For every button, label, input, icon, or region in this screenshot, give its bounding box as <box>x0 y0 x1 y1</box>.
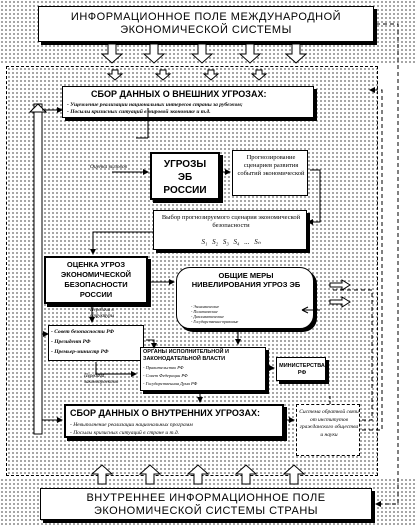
measures-output-arrows <box>329 279 351 308</box>
measure-item: - Государственно-правовые <box>191 319 239 324</box>
recipient-item: - Премьер-министр РФ <box>51 349 109 355</box>
small-arrows-under-top <box>106 69 268 81</box>
transfer-bills-label: Передача законопроектов <box>84 374 119 385</box>
external-threat-item: - Посылы кризисных ситуаций в мировой эк… <box>67 109 211 115</box>
scenario-series: S₁ S₂ S₃ S₄ ... Sₙ <box>201 238 261 246</box>
recipient-item: - Президент РФ <box>51 339 91 345</box>
feedback-text: Система обратной связи от институтов гра… <box>299 409 359 438</box>
threats-title: УГРОЗЫ ЭБ РОССИИ <box>163 159 207 196</box>
measures-title: ОБЩИЕ МЕРЫ НИВЕЛИРОВАНИЯ УГРОЗ ЭБ <box>191 271 301 289</box>
authorities-box: ОРГАНЫ ИСПОЛНИТЕЛЬНОЙ И ЗАКОНОДАТЕЛЬНОЙ … <box>140 347 266 391</box>
authority-item: - Государственная Дума РФ <box>143 381 198 386</box>
external-threats-title: СБОР ДАННЫХ О ВНЕШНИХ УГРОЗАХ: <box>91 89 267 99</box>
forecast-box: Прогнозирование сценариев развития событ… <box>232 150 308 196</box>
internal-threats-box: СБОР ДАННЫХ О ВНУТРЕННИХ УГРОЗАХ: - Невы… <box>64 404 284 438</box>
forecast-text: Прогнозирование сценариев развития событ… <box>237 154 305 177</box>
bottom-info-field-box: ВНУТРЕННЕЕ ИНФОРМАЦИОННОЕ ПОЛЕ ЭКОНОМИЧЕ… <box>40 488 372 520</box>
internal-threats-title: СБОР ДАННЫХ О ВНУТРЕННИХ УГРОЗАХ: <box>70 408 260 418</box>
assessment-box: ОЦЕНКА УГРОЗ ЭКОНОМИЧЕСКОЙ БЕЗОПАСНОСТИ … <box>44 256 148 304</box>
threats-box: УГРОЗЫ ЭБ РОССИИ <box>150 152 220 200</box>
measures-box: ОБЩИЕ МЕРЫ НИВЕЛИРОВАНИЯ УГРОЗ ЭБ - Экон… <box>176 267 314 329</box>
scenario-box: Выбор прогнозируемого сценария экономиче… <box>153 210 307 250</box>
authority-item: - Совет Федерации РФ <box>143 373 188 378</box>
transfer-label: Передача в структуры <box>90 308 115 319</box>
scenario-text: Выбор прогнозируемого сценария экономиче… <box>161 214 301 229</box>
ministries-box: МИНИСТЕРСТВА РФ <box>276 357 326 381</box>
block-arrows-bottom <box>90 464 306 485</box>
ministries-title: МИНИСТЕРСТВА РФ <box>279 363 325 376</box>
top-info-field-box: ИНФОРМАЦИОННОЕ ПОЛЕ МЕЖДУНАРОДНОЙ ЭКОНОМ… <box>38 6 374 42</box>
authority-item: - Правительство РФ <box>143 365 184 370</box>
measure-item: - Политические <box>191 309 218 314</box>
external-threat-item: - Ущемление реализации национальных инте… <box>67 102 243 108</box>
assessment-title: ОЦЕНКА УГРОЗ ЭКОНОМИЧЕСКОЙ БЕЗОПАСНОСТИ … <box>60 260 132 299</box>
external-threats-box: СБОР ДАННЫХ О ВНЕШНИХ УГРОЗАХ: - Ущемлен… <box>62 86 314 118</box>
authorities-title: ОРГАНЫ ИСПОЛНИТЕЛЬНОЙ И ЗАКОНОДАТЕЛЬНОЙ … <box>143 349 229 362</box>
signals-label: Оценка вызовов <box>90 164 127 170</box>
recipients-box: - Совет безопасности РФ - Президент РФ -… <box>48 325 144 361</box>
internal-threat-item: - Посылы кризисных ситуаций в стране и т… <box>70 430 180 436</box>
bottom-info-field-title: ВНУТРЕННЕЕ ИНФОРМАЦИОННОЕ ПОЛЕ ЭКОНОМИЧЕ… <box>86 492 326 517</box>
feedback-box: Система обратной связи от институтов гра… <box>296 404 360 456</box>
internal-threat-item: - Невыполнение реализации национальных п… <box>70 422 193 428</box>
measure-item: - Дипломатические <box>191 314 225 319</box>
left-feedback-bus <box>33 103 43 435</box>
top-info-field-title: ИНФОРМАЦИОННОЕ ПОЛЕ МЕЖДУНАРОДНОЙ ЭКОНОМ… <box>70 11 342 36</box>
recipient-item: - Совет безопасности РФ <box>51 329 115 335</box>
measure-item: - Экономические <box>191 304 220 309</box>
block-arrows-top <box>100 43 308 64</box>
